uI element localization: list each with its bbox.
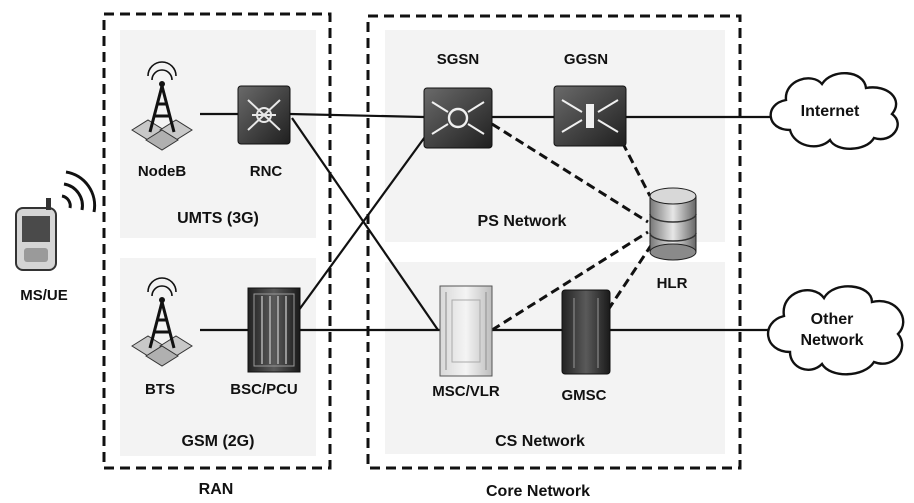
ran-boundary — [102, 12, 332, 470]
ggsn-label: GGSN — [563, 51, 609, 68]
ggsn-router-icon — [553, 85, 627, 147]
phone-icon — [15, 198, 57, 271]
msc-label: MSC/VLR — [432, 383, 500, 400]
hlr-database-icon — [649, 187, 697, 261]
internet-label: Internet — [800, 103, 860, 120]
bsc-server-rack-icon — [247, 287, 301, 373]
umts-area-label: UMTS (3G) — [177, 210, 259, 227]
other-network-label-line1: Other — [810, 311, 854, 328]
solid-links — [200, 112, 780, 332]
sgsn-label: SGSN — [436, 51, 480, 68]
sgsn-router-icon — [423, 87, 493, 149]
bsc-label: BSC/PCU — [230, 381, 298, 398]
rnc-router-icon — [237, 85, 291, 145]
other-network-label-line2: Network — [800, 332, 864, 349]
ran-label: RAN — [198, 481, 234, 498]
cs-network-label: CS Network — [495, 433, 585, 450]
gsm-area-label: GSM (2G) — [181, 433, 255, 450]
gmsc-server-rack-icon — [561, 289, 611, 375]
signalling-links — [491, 122, 654, 332]
internet-cloud-icon — [769, 71, 899, 150]
signal-waves-icon — [61, 170, 97, 213]
msc-server-rack-icon — [439, 285, 493, 377]
mobile-label: MS/UE — [20, 287, 68, 304]
rnc-label: RNC — [249, 163, 283, 180]
core-network-label: Core Network — [485, 483, 591, 500]
nodeb-label: NodeB — [137, 163, 187, 180]
bts-label: BTS — [145, 381, 175, 398]
core-network-boundary — [366, 14, 742, 470]
hlr-label: HLR — [656, 275, 688, 292]
bts-antenna-tower-icon — [131, 277, 193, 367]
nodeb-antenna-tower-icon — [131, 61, 193, 151]
gmsc-label: GMSC — [561, 387, 607, 404]
other-network-cloud-icon — [767, 285, 905, 376]
ps-network-label: PS Network — [477, 213, 567, 230]
